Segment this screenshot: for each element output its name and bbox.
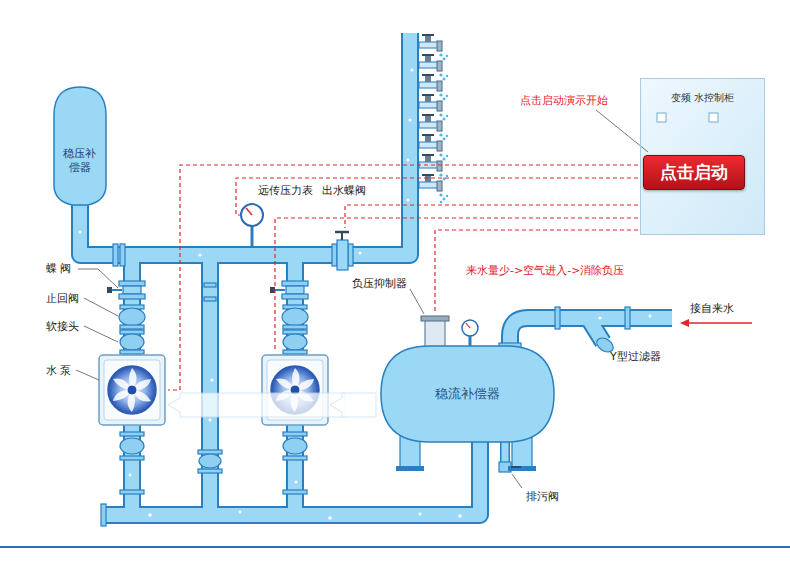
tank-body [381, 346, 554, 442]
part-name: 软接头 [46, 320, 79, 333]
part-name: Y型过滤器 [610, 350, 661, 363]
pressure-tank: 稳压补偿器 [52, 85, 108, 207]
buffer-tank: 稳流补偿器 [380, 345, 555, 443]
tank-outline [52, 85, 108, 207]
demo-note: 点击启动演示开始 [520, 94, 608, 107]
part-name: 蝶 阀 [46, 262, 72, 275]
node-label: 稳流补偿器 [435, 385, 500, 403]
inlet-note: 接自来水 [690, 302, 734, 315]
part-name: 出水蝶阀 [322, 184, 366, 197]
process-note: 来水量少->空气进入->消除负压 [466, 264, 624, 277]
part-name: 远传压力表 [258, 184, 313, 197]
part-name: 排污阀 [526, 490, 559, 503]
part-name: 止回阀 [46, 292, 79, 305]
button-label: 点击启动 [660, 162, 728, 182]
tank-body [54, 87, 106, 205]
node-label: 变频 水控制柜 [671, 91, 734, 105]
start-button: 点击启动 [643, 155, 745, 190]
part-name: 负压抑制器 [352, 277, 407, 290]
control-cabinet: 变频 水控制柜点击启动 [640, 78, 765, 235]
node-label: 稳压补偿器 [62, 147, 98, 175]
part-name: 水 泵 [46, 364, 72, 377]
